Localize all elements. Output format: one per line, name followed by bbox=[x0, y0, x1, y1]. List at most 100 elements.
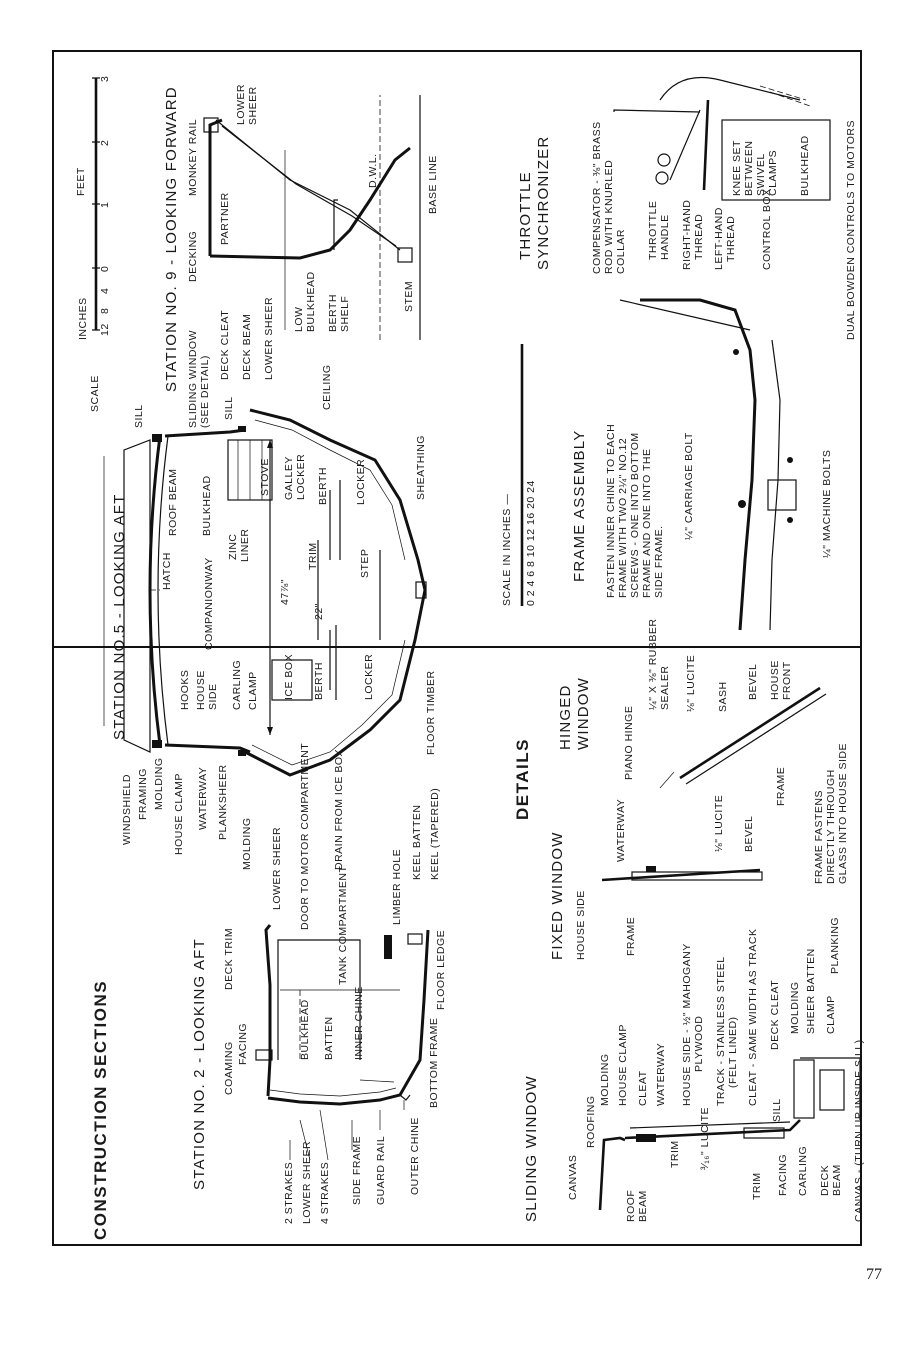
s5-deck-cleat: DECK CLEAT bbox=[219, 310, 231, 380]
ts-knee-3: SWIVEL bbox=[755, 153, 767, 196]
hw-frame-lbl: FRAME bbox=[775, 767, 787, 806]
station-9-section: STATION NO. 9 - LOOKING FORWARD DECKING … bbox=[163, 84, 439, 392]
sw-inner bbox=[629, 1121, 791, 1129]
sw-cleat-lbl: CLEAT bbox=[637, 1070, 649, 1106]
s5-house-left bbox=[164, 743, 251, 754]
s2-facing: FACING bbox=[237, 1023, 249, 1065]
hw-sash bbox=[679, 686, 821, 780]
s2-leaders bbox=[289, 1100, 405, 1161]
s5-clamp-right bbox=[152, 434, 162, 442]
fixed-window-detail: FIXED WINDOW HOUSE SIDE FRAME WATERWAY ⅛… bbox=[549, 743, 849, 960]
hw-house-front: FRONT bbox=[781, 661, 793, 700]
fa-scale-ticks: 0 2 4 6 8 10 12 16 20 24 bbox=[525, 480, 537, 606]
sw-deck bbox=[800, 1057, 861, 1120]
hinged-window-detail: HINGED WINDOW PIANO HINGE ¼" X ⅜" RUBBER… bbox=[557, 619, 827, 806]
throttle-synchronizer-detail: THROTTLE SYNCHRONIZER COMPENSATOR - ⅜" B… bbox=[517, 76, 857, 340]
s9-partner: PARTNER bbox=[219, 192, 231, 245]
fa-chine-block bbox=[767, 479, 797, 511]
station-2-inner-chine bbox=[359, 1079, 395, 1083]
s2-inner-chine: INNER CHINE bbox=[353, 986, 365, 1060]
ts-knee-1: KNEE SET bbox=[731, 140, 743, 196]
ts-handle bbox=[669, 109, 701, 181]
s5-sill-2: SILL bbox=[223, 396, 235, 420]
s2-outer-chine: OUTER CHINE bbox=[409, 1117, 421, 1195]
sw-house-side bbox=[624, 1119, 801, 1140]
s5-dim-width: 47⅞" bbox=[279, 579, 291, 605]
s5-step: STEP bbox=[359, 549, 371, 578]
ts-knob-2 bbox=[657, 153, 671, 167]
s9-stem-lbl: STEM bbox=[403, 281, 415, 312]
s5-hull bbox=[244, 408, 427, 777]
ts-knee-set: CLAMPS bbox=[767, 150, 779, 196]
s5-ceiling: CEILING bbox=[321, 364, 333, 410]
inch-tick-12: 12 bbox=[99, 323, 111, 336]
s9-hull bbox=[209, 146, 411, 260]
s5-zinc-1: ZINC bbox=[227, 534, 239, 561]
scale-ticks bbox=[92, 77, 100, 331]
station-5-section: STATION NO.5 - LOOKING AFT bbox=[103, 297, 437, 870]
fa-machine-bolts-lbl: ¼" MACHINE BOLTS bbox=[821, 450, 833, 558]
fw-lucite-lbl: ⅛" LUCITE bbox=[713, 795, 725, 852]
s2-bottom-frame: BOTTOM FRAME bbox=[428, 1018, 440, 1108]
fa-frame-inner bbox=[769, 339, 781, 631]
hinged-1: HINGED bbox=[557, 684, 574, 750]
sw-canvas: CANVAS bbox=[567, 1155, 579, 1200]
s5-icebox bbox=[271, 659, 313, 701]
frame-assembly-detail: FRAME ASSEMBLY SCALE IN INCHES — 0 2 4 6… bbox=[501, 298, 833, 631]
s2-deck-trim: DECK TRIM bbox=[223, 928, 235, 990]
ts-control-box-lbl: CONTROL BOX bbox=[761, 188, 773, 270]
sw-track-lbl: (FELT LINED) bbox=[727, 1016, 739, 1088]
s5-house-clamp: HOUSE CLAMP bbox=[173, 773, 185, 855]
s9-lower-sheer: SHEER bbox=[247, 86, 259, 125]
ts-bowden bbox=[759, 85, 811, 107]
s5-keel bbox=[415, 581, 427, 599]
sw-trim: TRIM bbox=[669, 1140, 681, 1168]
s5-house-side: SIDE bbox=[207, 683, 219, 710]
fw-note-1: FRAME FASTENS bbox=[813, 790, 825, 884]
s5-locker-r: LOCKER bbox=[355, 459, 367, 505]
s9-berth-1: BERTH bbox=[327, 294, 339, 332]
hinged-window-title: WINDOW bbox=[575, 677, 592, 750]
fa-frame-outline bbox=[640, 298, 757, 631]
s2-four-strakes: 4 STRAKES bbox=[319, 1162, 331, 1224]
s5-stove-lbl: STOVE bbox=[259, 458, 271, 496]
details-title: DETAILS bbox=[513, 738, 532, 820]
ts-knee-2: BETWEEN bbox=[743, 141, 755, 196]
s9-low-1: LOW bbox=[293, 307, 305, 332]
fa-note-2: FRAME WITH TWO 2¼" NO.12 bbox=[617, 438, 629, 598]
s2-floor-ledge: FLOOR LEDGE bbox=[435, 930, 447, 1010]
fw-note-2: DIRECTLY THROUGH bbox=[825, 769, 837, 884]
fw-frame bbox=[646, 866, 656, 872]
s2-keel-batten: KEEL BATTEN bbox=[411, 804, 423, 880]
s5-clamp: CLAMP bbox=[247, 671, 259, 710]
s2-two-strakes: 2 STRAKES bbox=[283, 1162, 295, 1224]
ts-lh-1: LEFT-HAND bbox=[713, 207, 725, 270]
ts-control-box bbox=[721, 119, 831, 201]
s5-planksheer: PLANKSHEER bbox=[217, 764, 229, 840]
s2-keel-tapered: KEEL (TAPERED) bbox=[429, 788, 441, 880]
fa-note: SIDE FRAME. bbox=[653, 525, 665, 598]
s5-galley-1: GALLEY bbox=[283, 456, 295, 500]
station-2-chine bbox=[399, 1094, 411, 1101]
s5-floor-timber: FLOOR TIMBER bbox=[425, 670, 437, 755]
station-2-section: STATION NO. 2 - LOOKING AFT 2 STRAKES LO… bbox=[191, 743, 447, 1224]
s5-lower-sheer: LOWER SHEER bbox=[263, 297, 275, 380]
s2-lower-sheer-2: LOWER SHEER bbox=[271, 827, 283, 910]
s5-windshield-lbl: WINDSHIELD bbox=[121, 774, 133, 845]
fixed-window-title: FIXED WINDOW bbox=[549, 831, 566, 960]
hw-frame bbox=[685, 693, 827, 785]
sw-house-side-lbl: PLYWOOD bbox=[693, 1016, 705, 1072]
s5-waterway-right bbox=[238, 426, 246, 432]
hw-house-1: HOUSE bbox=[769, 660, 781, 700]
s2-side-frame: SIDE FRAME bbox=[351, 1136, 363, 1205]
page-number: 77 bbox=[866, 1266, 882, 1283]
sw-roof-1: ROOF bbox=[625, 1190, 637, 1222]
hw-lucite: ⅛" LUCITE bbox=[685, 655, 697, 712]
ts-cables bbox=[659, 76, 801, 101]
sw-canvas-turn: CANVAS - (TURN UP INSIDE SILL) bbox=[853, 1039, 865, 1222]
s9-decking: DECKING bbox=[187, 231, 199, 282]
inch-tick-8: 8 bbox=[99, 308, 111, 314]
ts-knob-1 bbox=[655, 171, 669, 185]
inch-tick-4: 4 bbox=[99, 288, 111, 294]
